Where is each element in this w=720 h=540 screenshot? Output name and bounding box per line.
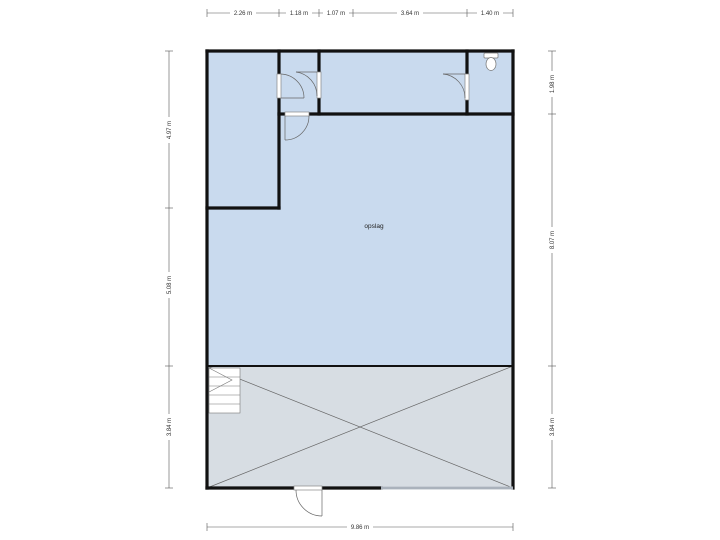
door-swing-opslag bbox=[284, 115, 310, 141]
door-swing-hall-right bbox=[295, 71, 318, 97]
stairs-outline bbox=[208, 367, 241, 414]
room-opslag-lower-left bbox=[207, 208, 279, 366]
label-bg bbox=[397, 8, 423, 18]
label-bg bbox=[477, 8, 503, 18]
dimension-label: 3.64 m bbox=[401, 11, 419, 17]
room-small-hall bbox=[279, 51, 319, 114]
door-icon bbox=[293, 485, 323, 517]
garage-open-area-marker bbox=[206, 365, 514, 489]
room-opslag bbox=[279, 114, 513, 366]
label-bg bbox=[230, 8, 256, 18]
garage-cross-line-2 bbox=[206, 365, 514, 489]
room-fills bbox=[207, 51, 513, 488]
label-bg bbox=[164, 414, 174, 440]
stairs-icon bbox=[208, 367, 241, 414]
door-frame-entrance bbox=[293, 485, 323, 491]
dimension-label: 1.40 m bbox=[481, 11, 499, 17]
doors bbox=[276, 71, 470, 517]
dimension-top-labels: 2.26 m 1.18 m 1.07 m 3.64 m 1.40 m bbox=[230, 8, 503, 18]
label-bg bbox=[347, 522, 373, 532]
label-bg bbox=[547, 227, 557, 253]
label-bg bbox=[323, 8, 349, 18]
walls bbox=[205, 49, 515, 490]
toilet-icon bbox=[483, 52, 499, 71]
label-bg bbox=[547, 414, 557, 440]
dimension-label: 8.07 m bbox=[550, 231, 556, 249]
door-icon bbox=[295, 71, 322, 99]
dimension-label: 1.07 m bbox=[327, 11, 345, 17]
dimension-label: 9.86 m bbox=[351, 525, 369, 531]
door-frame-hall-left bbox=[276, 73, 282, 99]
door-swing-hall-left bbox=[280, 73, 305, 99]
dimension-label: 3.84 m bbox=[550, 418, 556, 436]
label-bg bbox=[164, 272, 174, 298]
stair-direction bbox=[208, 367, 233, 393]
door-swing-entrance bbox=[295, 489, 323, 517]
room-storage-top bbox=[319, 51, 467, 114]
door-icon bbox=[276, 73, 305, 99]
door-icon bbox=[442, 73, 470, 101]
dimension-label: 1.98 m bbox=[550, 75, 556, 93]
dimension-label: 1.18 m bbox=[290, 11, 308, 17]
room-left-upper bbox=[207, 51, 279, 208]
door-swing-toilet bbox=[442, 73, 466, 99]
dimension-label: 2.26 m bbox=[234, 11, 252, 17]
door-frame-toilet bbox=[464, 73, 470, 101]
dimension-right-labels: 1.98 m 8.07 m 3.84 m bbox=[547, 71, 557, 440]
dimension-label: 5.08 m bbox=[167, 276, 173, 294]
label-bg bbox=[547, 71, 557, 97]
toilet-bowl bbox=[485, 57, 497, 71]
room-label-opslag: opslag bbox=[364, 223, 384, 230]
door-icon bbox=[284, 111, 310, 141]
door-frame-hall-right bbox=[316, 71, 322, 99]
label-bg bbox=[164, 117, 174, 143]
dimension-label: 3.84 m bbox=[167, 418, 173, 436]
label-bg bbox=[286, 8, 312, 18]
dimension-left-labels: 4.97 m 5.08 m 3.84 m bbox=[164, 117, 174, 440]
dimension-top bbox=[206, 9, 514, 17]
door-frame-opslag bbox=[284, 111, 310, 117]
dimension-label: 4.97 m bbox=[167, 121, 173, 139]
